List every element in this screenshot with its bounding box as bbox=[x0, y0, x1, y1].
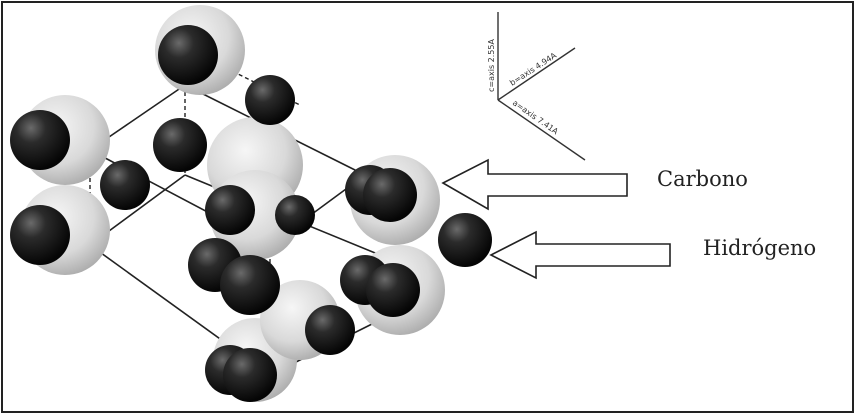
b-axis-label: b=axis 4.94A bbox=[508, 51, 558, 88]
hydrogen-atom bbox=[220, 255, 280, 315]
hydrogen-label: Hidrógeno bbox=[703, 236, 817, 260]
a-axis-line bbox=[497, 99, 586, 161]
hydrogen-atom bbox=[10, 205, 70, 265]
c-axis-label: c=axis 2.55A bbox=[487, 39, 496, 92]
carbon-label: Carbono bbox=[657, 167, 748, 191]
hydrogen-atom bbox=[305, 305, 355, 355]
hydrogen-atom bbox=[366, 263, 420, 317]
hydrogen-atom bbox=[158, 25, 218, 85]
figure-border bbox=[1, 1, 854, 413]
hydrogen-atom bbox=[223, 348, 277, 402]
hydrogen-atoms bbox=[10, 25, 492, 402]
hydrogen-atom bbox=[10, 110, 70, 170]
hydrogen-atom bbox=[438, 213, 492, 267]
a-axis-label: a=axis 7.41A bbox=[511, 98, 560, 136]
hydrogen-atom bbox=[363, 168, 417, 222]
hydrogen-atom bbox=[153, 118, 207, 172]
hydrogen-atom bbox=[100, 160, 150, 210]
carbon-arrow bbox=[441, 158, 628, 211]
hydrogen-arrow bbox=[489, 230, 671, 280]
b-axis-line bbox=[497, 47, 576, 101]
axis-indicator bbox=[497, 12, 586, 161]
hydrogen-atom bbox=[205, 185, 255, 235]
hydrogen-atom bbox=[275, 195, 315, 235]
hydrogen-atom bbox=[245, 75, 295, 125]
